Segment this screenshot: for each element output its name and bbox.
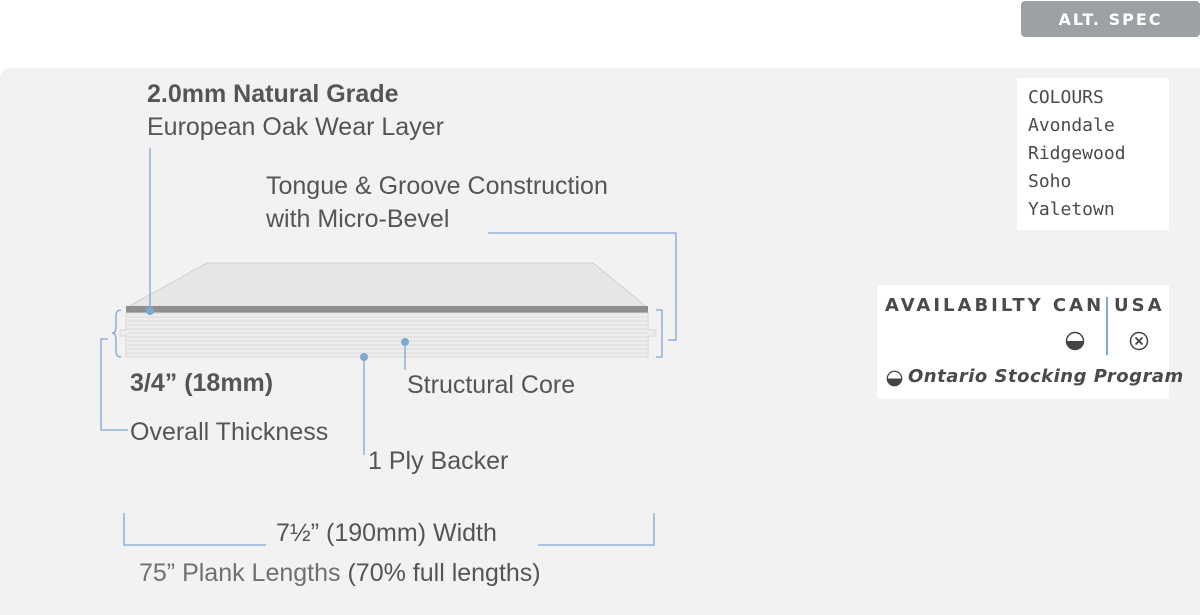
- plank-top-face: [124, 262, 650, 309]
- x-circle-icon: [1129, 331, 1149, 351]
- thickness-leader: [100, 338, 128, 431]
- tongue-groove-leader: [488, 232, 677, 341]
- half-circle-icon: [1065, 331, 1085, 351]
- right-bracket: [656, 309, 663, 358]
- length-label: 75” Plank Lengths (70% full lengths): [139, 559, 541, 588]
- core-lines: [127, 316, 647, 354]
- wear-layer-title: 2.0mm Natural Grade: [147, 80, 399, 108]
- length-main: 75” Plank Lengths: [139, 559, 341, 587]
- backer-label: 1 Ply Backer: [368, 447, 509, 475]
- width-bracket-right: [538, 513, 655, 546]
- left-bracket: [111, 309, 122, 358]
- colour-item: Soho: [1028, 171, 1072, 192]
- colour-item: Yaletown: [1028, 199, 1115, 220]
- length-note: (70% full lengths): [347, 559, 541, 587]
- wear-layer-subtitle: European Oak Wear Layer: [147, 113, 444, 141]
- availability-box: AVAILABILTY CAN USA Ontario Stocking Pro…: [877, 285, 1183, 399]
- width-bracket-left: [123, 513, 266, 546]
- colour-item: Avondale: [1028, 115, 1115, 136]
- thickness-value: 3/4” (18mm): [130, 369, 274, 397]
- alt-spec-button[interactable]: ALT. SPEC: [1021, 1, 1200, 37]
- half-circle-icon: [886, 370, 903, 387]
- colours-title: COLOURS: [1028, 87, 1104, 108]
- core-label: Structural Core: [407, 371, 576, 399]
- colour-item: Ridgewood: [1028, 143, 1126, 164]
- plank-core: [119, 312, 657, 358]
- wear-layer-dot: [146, 307, 154, 315]
- tongue-groove-label-line1: Tongue & Groove Construction: [266, 172, 608, 200]
- core-dot: [401, 338, 409, 346]
- backer-dot: [360, 353, 368, 361]
- availability-usa-label: USA: [1114, 295, 1165, 316]
- wear-layer-band: [126, 306, 648, 313]
- availability-divider: [1106, 297, 1108, 355]
- availability-legend: Ontario Stocking Program: [908, 366, 1184, 387]
- thickness-label: Overall Thickness: [130, 418, 329, 446]
- tongue-groove-label-line2: with Micro-Bevel: [266, 205, 450, 233]
- availability-title: AVAILABILTY CAN: [885, 295, 1105, 316]
- width-label: 7½” (190mm) Width: [276, 519, 497, 547]
- colours-box: COLOURS Avondale Ridgewood Soho Yaletown: [1017, 78, 1169, 230]
